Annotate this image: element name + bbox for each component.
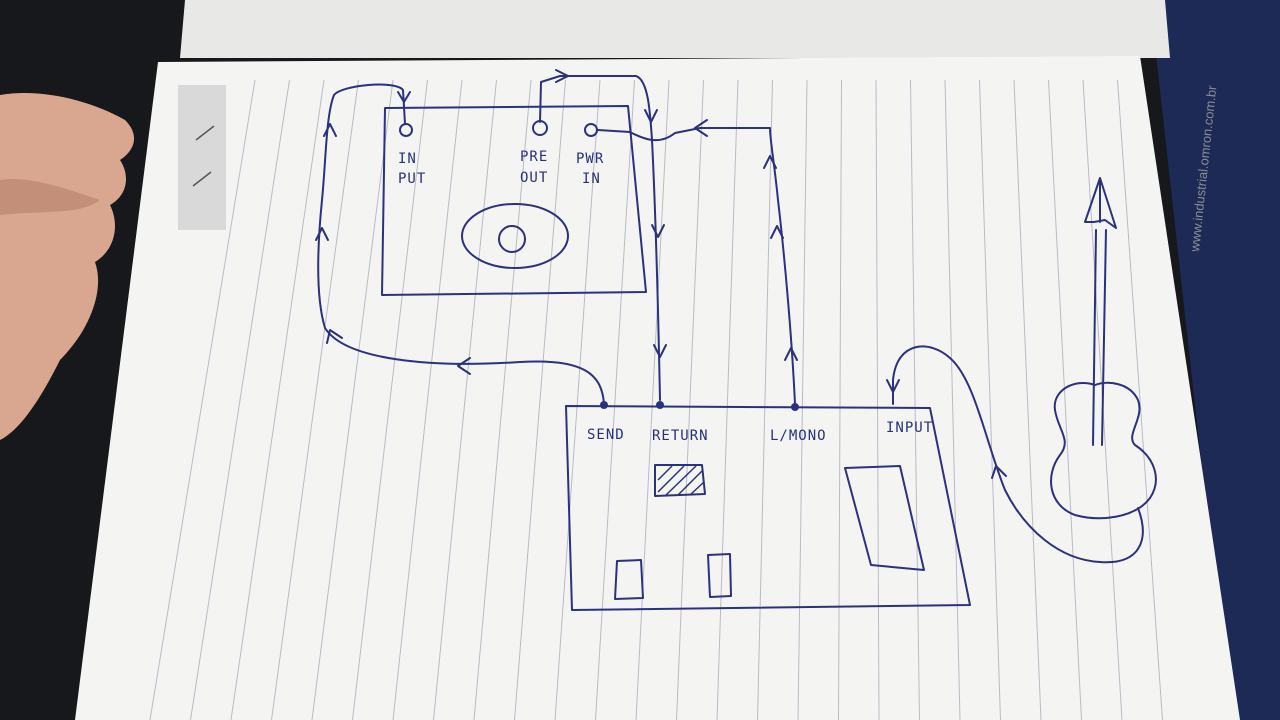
rule-line — [595, 79, 635, 720]
hand-shadow — [0, 179, 100, 215]
pedal-lmono-label: L/MONO — [770, 428, 827, 444]
rule-line — [1013, 79, 1042, 720]
amp-pwrin-label-1: PWR — [576, 151, 604, 167]
arrow-10 — [784, 347, 798, 361]
pedal-lmono-jack — [791, 403, 799, 411]
pedal-send-jack — [600, 401, 608, 409]
arrow-3 — [315, 227, 329, 241]
rule-line — [514, 79, 566, 720]
cable-lmono-to-pwrin — [597, 127, 796, 405]
rule-line — [979, 79, 1001, 720]
expression-pedal — [844, 465, 925, 571]
cable-send-to-amp-input — [317, 83, 605, 405]
cables — [317, 75, 1144, 564]
rule-line — [757, 79, 773, 720]
rule-line — [1048, 79, 1082, 720]
arrow-5 — [397, 91, 411, 103]
amp-preout-label-1: PRE — [520, 149, 548, 165]
guitar-icon — [1050, 177, 1157, 520]
footswitch-left — [614, 559, 644, 600]
arrow-15 — [991, 465, 1007, 479]
pedal-send-label: SEND — [587, 427, 625, 443]
rule-line — [473, 79, 532, 720]
effects-pedal: SEND RETURN L/MONO INPUT — [565, 401, 971, 611]
arrow-11 — [770, 225, 784, 239]
arrow-4 — [323, 123, 337, 137]
arrow-13 — [694, 119, 708, 137]
amp-input-label-2: PUT — [398, 171, 426, 187]
folder-edge — [1150, 0, 1280, 720]
footswitch-right — [707, 553, 732, 598]
pedal-input-label: INPUT — [886, 420, 933, 436]
rule-line — [230, 79, 325, 720]
amp-pwrin-label-2: IN — [582, 171, 601, 187]
arrow-7 — [644, 109, 658, 123]
rule-line — [311, 79, 394, 720]
header-slash-bottom — [192, 171, 212, 187]
rule-line — [149, 79, 256, 720]
amplifier: IN PUT PRE OUT PWR IN — [381, 105, 647, 296]
rule-line — [838, 79, 842, 720]
rule-line — [716, 79, 739, 720]
pedal-outline — [565, 405, 971, 611]
arrow-8 — [651, 224, 665, 238]
speaker-center — [498, 225, 526, 253]
speaker-cone — [461, 203, 569, 269]
rule-line — [352, 79, 428, 720]
arrow-9 — [653, 344, 667, 358]
rule-line — [875, 79, 880, 720]
pedal-return-label: RETURN — [652, 428, 709, 444]
rule-line — [635, 79, 670, 720]
rule-line — [190, 79, 290, 720]
guitar-neck — [1092, 229, 1107, 446]
rule-line — [392, 79, 463, 720]
pedal-display-hatch — [657, 465, 705, 496]
arrow-1 — [457, 357, 471, 375]
amp-preout-label-2: OUT — [520, 170, 548, 186]
arrow-6 — [555, 69, 569, 83]
guitar-body — [1050, 381, 1157, 520]
rule-line — [797, 79, 808, 720]
rule-line — [910, 79, 920, 720]
hand — [0, 92, 135, 441]
cable-preout-to-return — [539, 75, 661, 401]
guitar-headstock — [1084, 177, 1117, 229]
arrow-14 — [886, 379, 900, 393]
rule-line — [944, 79, 961, 720]
amp-outline — [381, 105, 647, 296]
arrow-12 — [763, 155, 777, 169]
hand-shape — [0, 92, 135, 441]
signal-arrows — [315, 69, 1007, 479]
rule-line — [271, 79, 359, 720]
back-sheet — [180, 0, 1170, 58]
rule-line — [1117, 79, 1163, 720]
rule-line — [676, 79, 704, 720]
rule-line — [554, 79, 601, 720]
amp-input-label-1: IN — [398, 151, 417, 167]
rule-line — [433, 79, 497, 720]
pedal-display — [654, 464, 706, 497]
header-slash-top — [195, 125, 215, 141]
cable-guitar-to-pedal-input — [892, 345, 1144, 564]
header-block — [178, 85, 226, 230]
pedal-return-jack — [656, 401, 664, 409]
arrow-2 — [326, 329, 343, 344]
